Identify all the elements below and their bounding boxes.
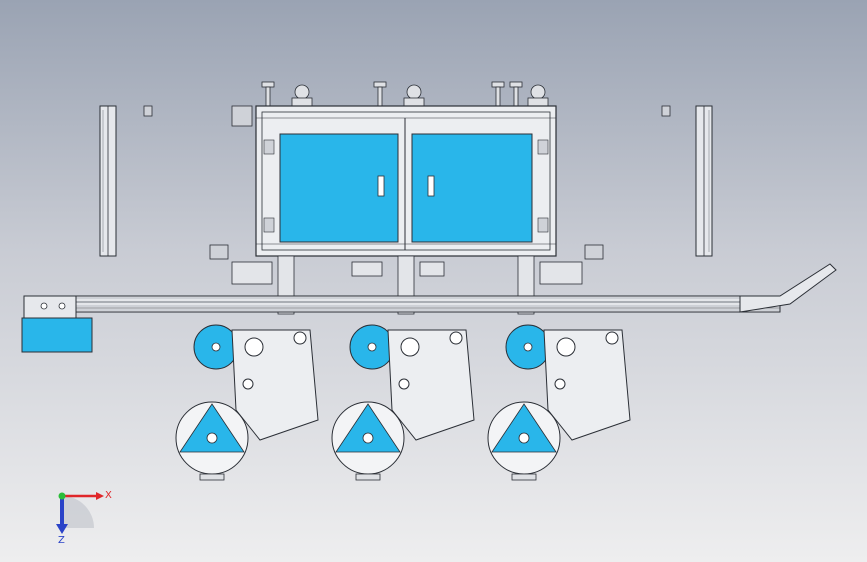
x-axis-label: X (105, 490, 112, 501)
left-upright-rail (99, 105, 117, 257)
left-blue-box (21, 317, 93, 353)
right-blue-panel (411, 133, 533, 243)
head-unit-right (487, 324, 631, 481)
head-unit-center (331, 324, 475, 481)
head-unit-left (175, 324, 319, 481)
right-upright-rail (695, 105, 713, 257)
z-axis-label: Z (58, 535, 65, 546)
left-blue-panel (279, 133, 399, 243)
small-brackets (143, 105, 671, 260)
conveyor-beam (23, 263, 837, 321)
z-axis-dot (58, 492, 66, 500)
view-orientation-triad: X Z (56, 490, 112, 546)
top-fittings (261, 81, 549, 108)
